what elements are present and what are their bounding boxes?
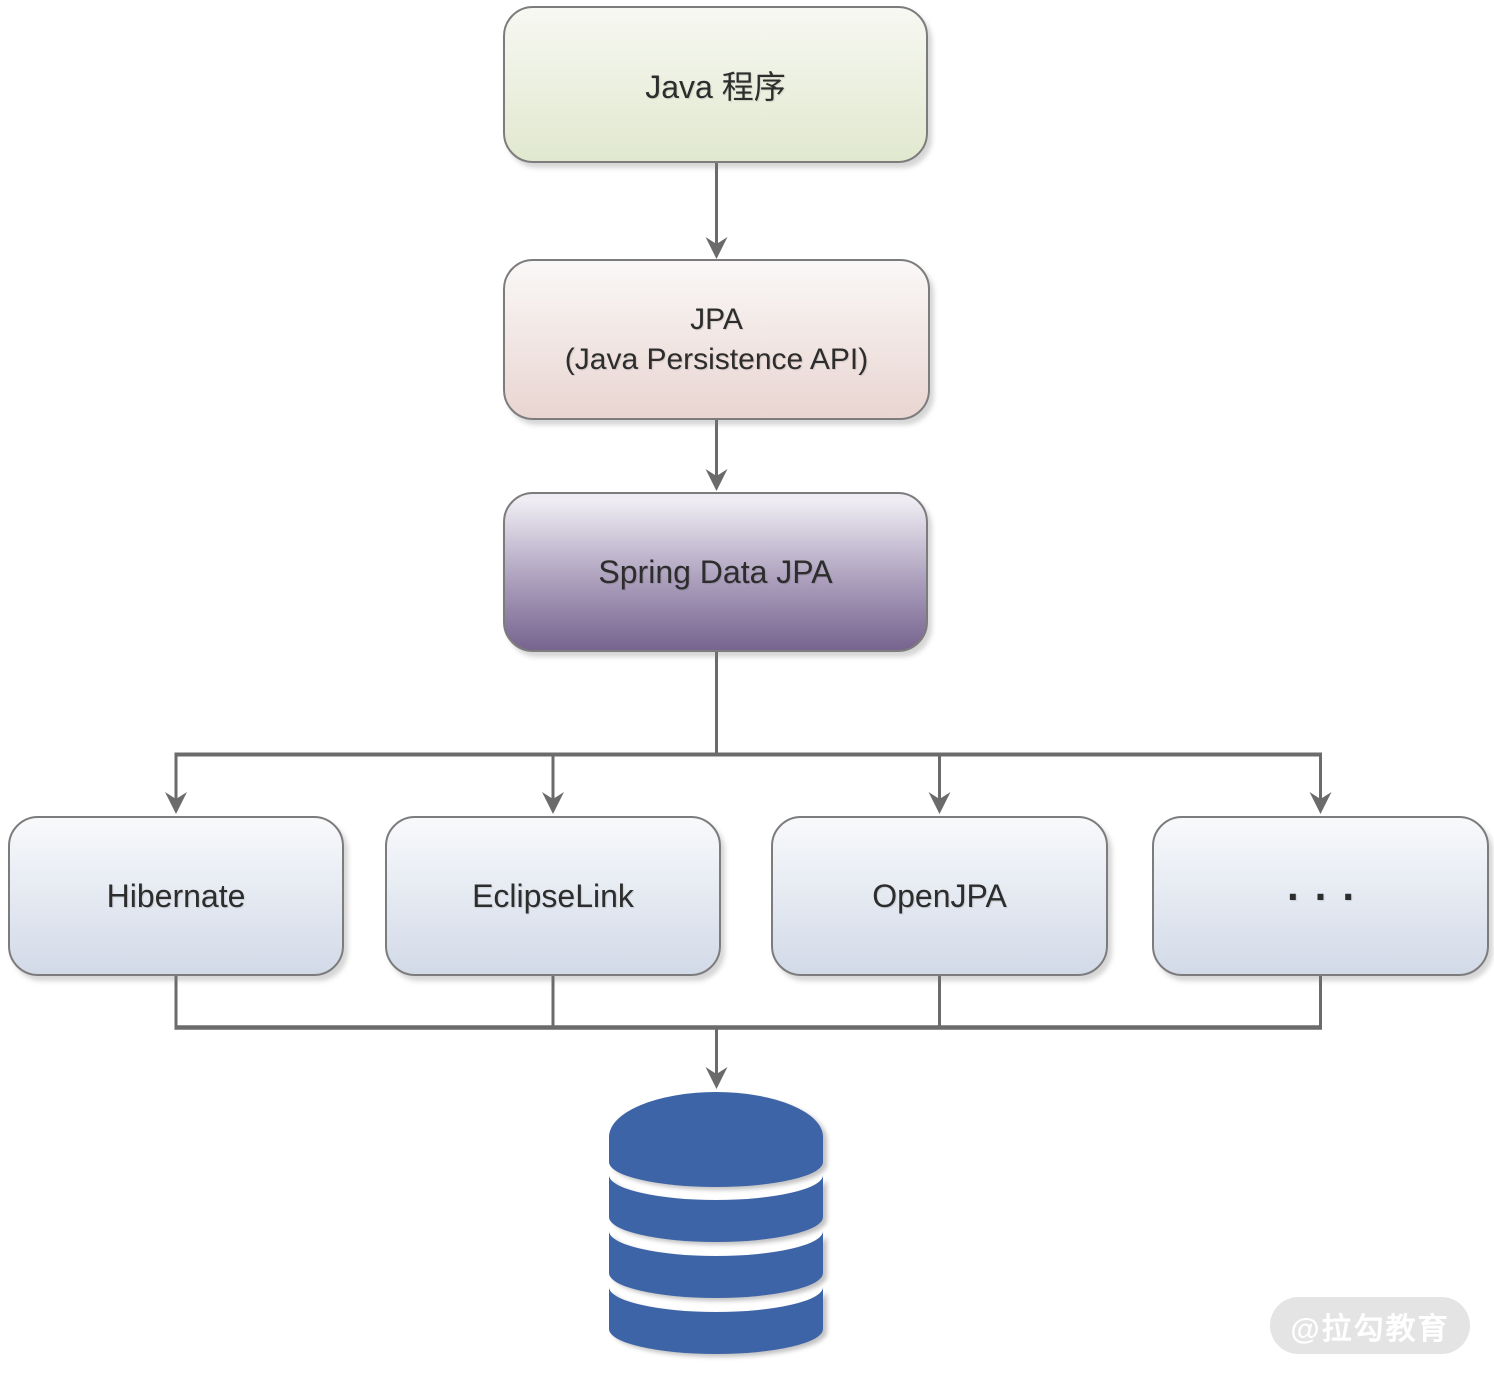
node-jpa-sublabel: (Java Persistence API) bbox=[564, 342, 869, 376]
node-hibernate: Hibernate bbox=[8, 816, 344, 976]
node-more-providers: ... bbox=[1152, 816, 1489, 976]
arrowhead-icons bbox=[165, 237, 1332, 1089]
node-jpa-label: JPA bbox=[690, 302, 743, 336]
node-eclipselink: EclipseLink bbox=[385, 816, 721, 976]
watermark-text: @拉勾教育 bbox=[1290, 1312, 1450, 1346]
node-eclipselink-label: EclipseLink bbox=[472, 877, 634, 914]
node-hibernate-label: Hibernate bbox=[106, 877, 246, 914]
node-openjpa: OpenJPA bbox=[771, 816, 1108, 976]
node-openjpa-label: OpenJPA bbox=[872, 877, 1007, 914]
node-spring-data-jpa: Spring Data JPA bbox=[503, 492, 928, 652]
node-spring-data-jpa-label: Spring Data JPA bbox=[598, 553, 833, 590]
watermark-badge: @拉勾教育 bbox=[1270, 1297, 1470, 1354]
node-java-app: Java 程序 bbox=[503, 6, 928, 163]
node-java-app-label: Java 程序 bbox=[645, 68, 786, 105]
database-cylinder-icon bbox=[609, 1092, 823, 1354]
node-more-providers-label: ... bbox=[1286, 862, 1370, 909]
node-jpa: JPA (Java Persistence API) bbox=[503, 259, 930, 420]
